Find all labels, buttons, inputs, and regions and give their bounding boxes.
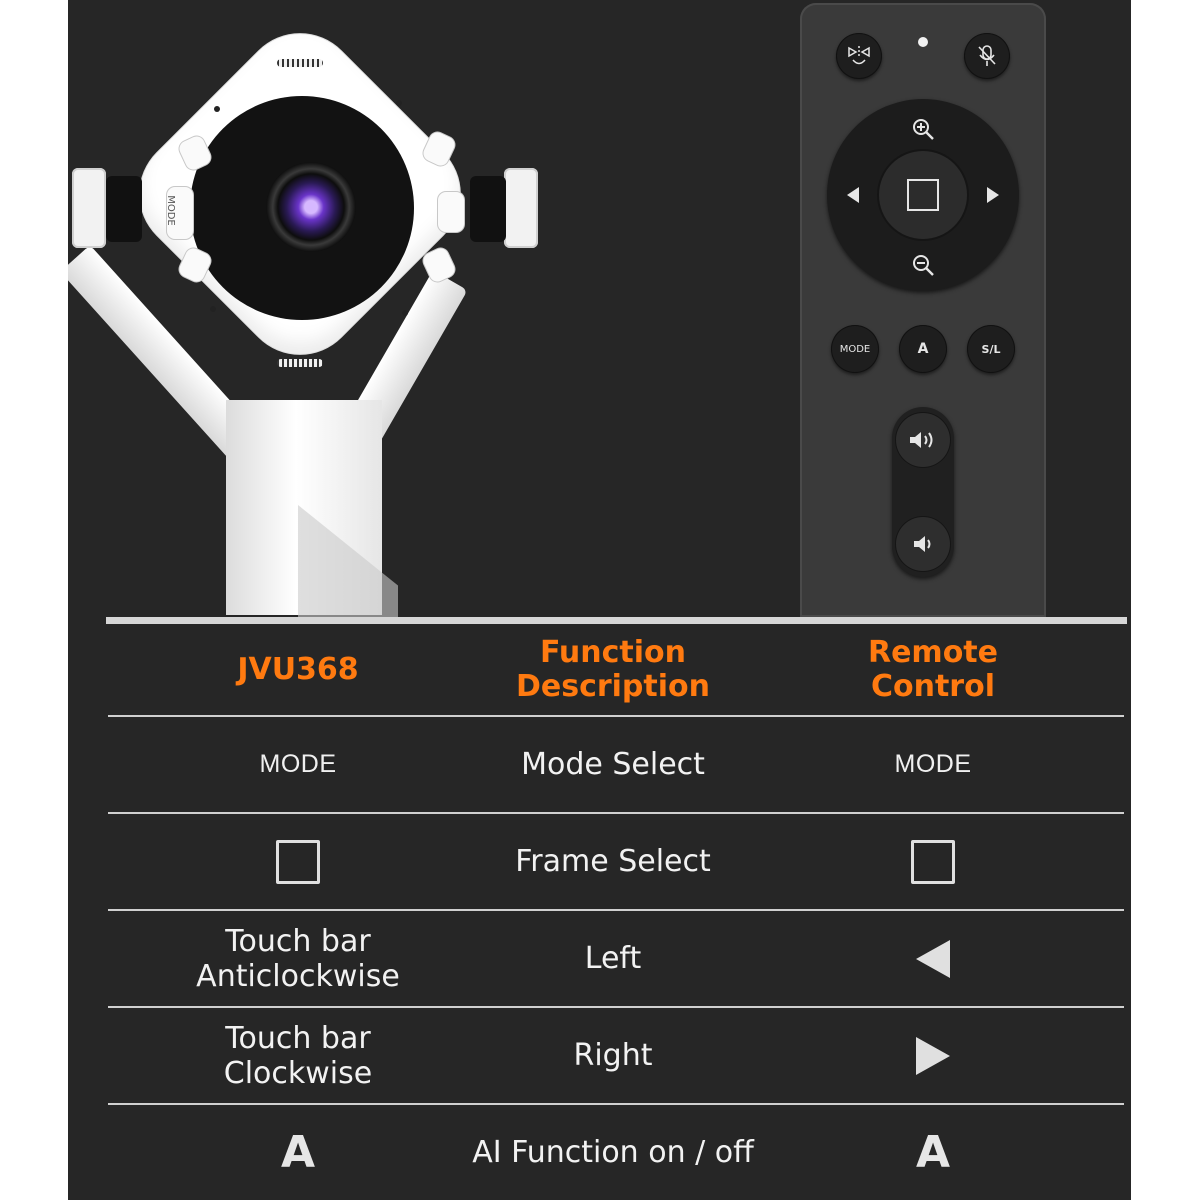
dpad-frame-select-button[interactable]	[879, 151, 967, 239]
mount-knob-left	[106, 176, 142, 242]
remote-led-indicator	[918, 37, 928, 47]
row-function: Mode Select	[521, 747, 705, 782]
camera-mode-button[interactable]: MODE	[165, 187, 193, 239]
zoom-in-icon[interactable]	[911, 117, 935, 141]
speaker-grille-top	[277, 59, 323, 67]
row-function: AI Function on / off	[472, 1135, 754, 1170]
remote-mirror-button[interactable]	[836, 33, 882, 79]
row-remote-cell	[818, 911, 1048, 1006]
mount-clip-left	[72, 168, 106, 248]
remote-dpad	[827, 99, 1019, 291]
row-remote-cell	[818, 814, 1048, 909]
table-row: A AI Function on / off A	[108, 1105, 1124, 1200]
mic-hole	[396, 100, 402, 106]
remote-volume-rocker	[892, 407, 954, 577]
square-frame-icon	[907, 179, 939, 211]
table-row: Frame Select	[108, 814, 1124, 911]
left-arrow-icon	[916, 939, 950, 978]
mount-clip-right	[504, 168, 538, 248]
volume-down-button[interactable]	[420, 245, 458, 285]
mic-hole	[402, 310, 408, 316]
row-function: Right	[573, 1038, 653, 1073]
dpad-left-icon[interactable]	[847, 187, 859, 203]
remote-mode-button[interactable]: MODE	[831, 325, 879, 373]
row-device-mode: MODE	[259, 750, 337, 778]
remote-sl-button[interactable]: S/L	[967, 325, 1015, 373]
webcam-illustration: MODE	[68, 0, 548, 620]
row-device-cell	[188, 814, 408, 909]
remote-mic-mute-button[interactable]	[964, 33, 1010, 79]
table-row: MODE Mode Select MODE	[108, 717, 1124, 814]
remote-ai-button[interactable]: A	[899, 325, 947, 373]
speaker-grille-bottom	[277, 359, 323, 367]
volume-up-icon	[910, 432, 933, 448]
row-remote-ai: A	[915, 1127, 951, 1178]
table-top-divider	[106, 617, 1127, 624]
row-remote-mode: MODE	[894, 750, 972, 778]
remote-volume-up-button[interactable]	[896, 413, 950, 467]
remote-volume-down-button[interactable]	[896, 517, 950, 571]
right-arrow-icon	[916, 1036, 950, 1075]
mirror-icon	[848, 46, 870, 65]
dpad-right-icon[interactable]	[987, 187, 999, 203]
row-device-ai: A	[280, 1127, 316, 1178]
mic-hole	[210, 306, 216, 312]
remote-control-illustration: MODE A S/L	[800, 3, 1046, 617]
volume-down-icon	[914, 536, 931, 552]
square-frame-icon	[276, 839, 320, 884]
square-frame-icon	[911, 839, 955, 884]
camera-lens-icon	[266, 162, 356, 252]
zoom-out-icon[interactable]	[911, 253, 935, 277]
header-device: JVU368	[237, 651, 359, 687]
row-remote-cell	[818, 1008, 1048, 1103]
product-panel: MODE	[68, 0, 1131, 1200]
mount-knob-right	[470, 176, 506, 242]
row-function: Frame Select	[515, 844, 711, 879]
row-function: Left	[584, 941, 642, 976]
mic-mute-button[interactable]	[438, 192, 464, 232]
mic-off-icon	[978, 45, 996, 66]
camera-body: MODE	[116, 4, 484, 414]
mic-hole	[214, 106, 220, 112]
